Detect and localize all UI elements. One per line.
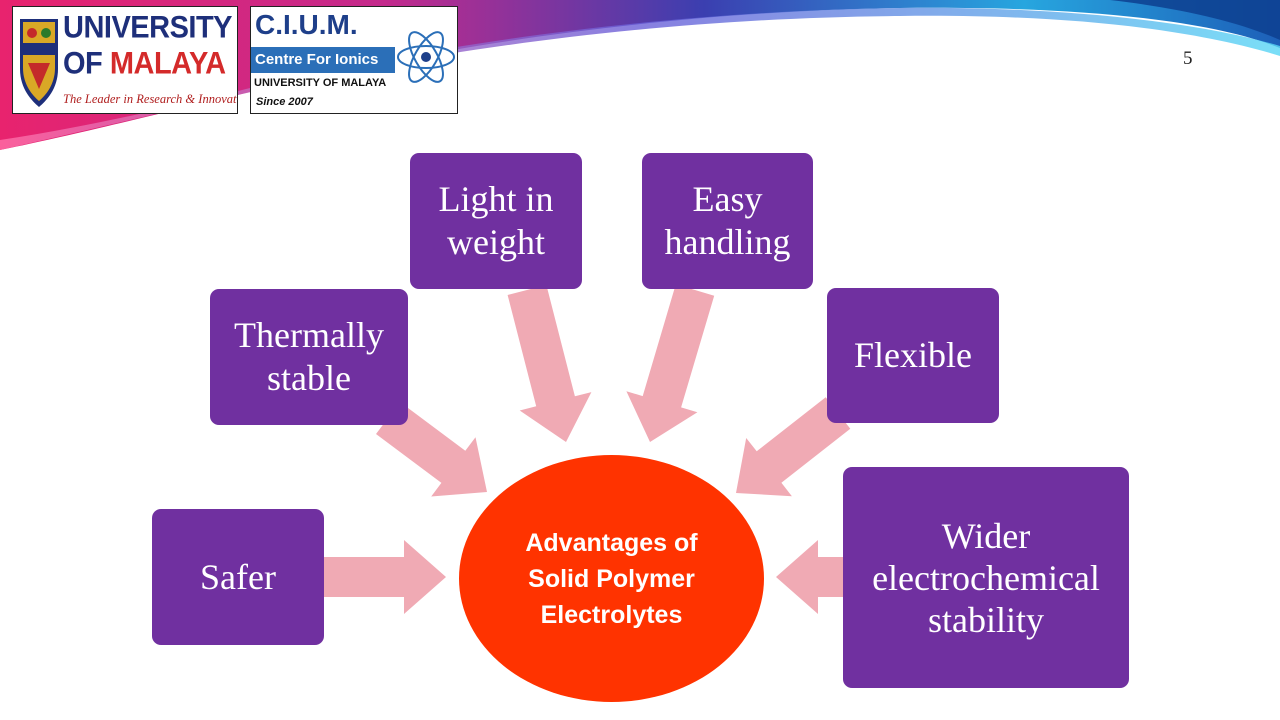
center-topic: Advantages of Solid Polymer Electrolytes — [459, 455, 764, 702]
cium-title: C.I.U.M. — [255, 9, 358, 40]
cium-logo: C.I.U.M. Centre For Ionics UNIVERSITY OF… — [250, 6, 458, 114]
arrow-flexible — [736, 397, 851, 497]
cium-since: Since 2007 — [256, 96, 313, 108]
node-wider-electrochemical-stability: Wider electrochemical stability — [843, 467, 1129, 688]
cium-subtitle: Centre For Ionics — [251, 47, 395, 73]
node-label: Thermally stable — [234, 315, 384, 398]
arrow-wider-stability — [776, 540, 843, 614]
node-label: Safer — [200, 556, 276, 597]
node-safer: Safer — [152, 509, 324, 645]
node-thermally-stable: Thermally stable — [210, 289, 408, 425]
university-motto: The Leader in Research & Innovation — [63, 92, 238, 106]
slide-number: 5 — [1183, 48, 1193, 69]
arrow-easy-handling — [626, 284, 715, 442]
university-name-line1: UNIVERSITY — [63, 9, 233, 46]
node-easy-handling: Easy handling — [642, 153, 813, 289]
node-light-in-weight: Light in weight — [410, 153, 582, 289]
center-topic-label: Advantages of Solid Polymer Electrolytes — [525, 528, 698, 629]
node-label: Wider electrochemical stability — [872, 515, 1100, 640]
university-name-line2: OF MALAYA — [63, 45, 226, 82]
arrow-thermally-stable — [376, 402, 487, 497]
node-flexible: Flexible — [827, 288, 999, 423]
university-crest-icon — [20, 19, 58, 107]
node-label: Flexible — [854, 335, 972, 375]
node-label: Light in weight — [438, 179, 554, 262]
node-label: Easy handling — [664, 179, 791, 262]
atom-icon — [397, 31, 455, 83]
arrow-light-in-weight — [507, 285, 592, 442]
arrow-safer — [324, 540, 446, 614]
cium-university: UNIVERSITY OF MALAYA — [254, 77, 387, 89]
university-of-malaya-logo: UNIVERSITY OF MALAYA The Leader in Resea… — [12, 6, 238, 114]
